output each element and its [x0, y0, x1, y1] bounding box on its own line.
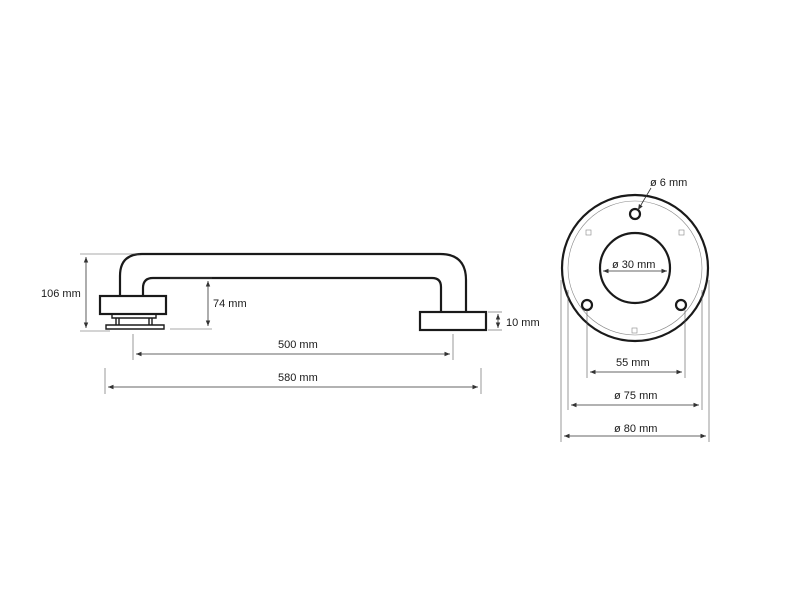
label-10mm: 10 mm — [506, 317, 540, 329]
label-30mm: ø 30 mm — [612, 259, 655, 271]
tube-circle — [598, 231, 672, 305]
label-106mm: 106 mm — [41, 288, 81, 300]
label-580mm: 580 mm — [278, 372, 318, 384]
label-500mm: 500 mm — [278, 339, 318, 351]
notch-bottom — [631, 327, 638, 334]
label-55mm: 55 mm — [616, 357, 650, 369]
notch-right — [678, 229, 685, 236]
left-flange — [98, 294, 168, 316]
label-80mm: ø 80 mm — [614, 423, 657, 435]
label-75mm: ø 75 mm — [614, 390, 657, 402]
screw-hole-left — [580, 298, 594, 312]
notch-left — [585, 229, 592, 236]
label-6mm: ø 6 mm — [650, 177, 687, 189]
front-view: ø 6 mm ø 30 mm 55 mm ø 75 mm ø 80 mm — [560, 177, 710, 442]
outer-rosette-circle — [560, 193, 710, 343]
label-74mm: 74 mm — [213, 298, 247, 310]
side-view: 106 mm 74 mm 10 mm 500 mm 580 mm — [41, 252, 540, 394]
left-mount-base — [105, 314, 165, 330]
leader-6mm — [637, 187, 652, 211]
screw-hole-top — [628, 207, 642, 221]
screw-hole-right — [674, 298, 688, 312]
bar-inner-edge — [141, 276, 443, 312]
bar-outer-edge — [118, 252, 468, 312]
right-flange — [418, 310, 488, 332]
mounting-plate-circle — [567, 200, 703, 336]
